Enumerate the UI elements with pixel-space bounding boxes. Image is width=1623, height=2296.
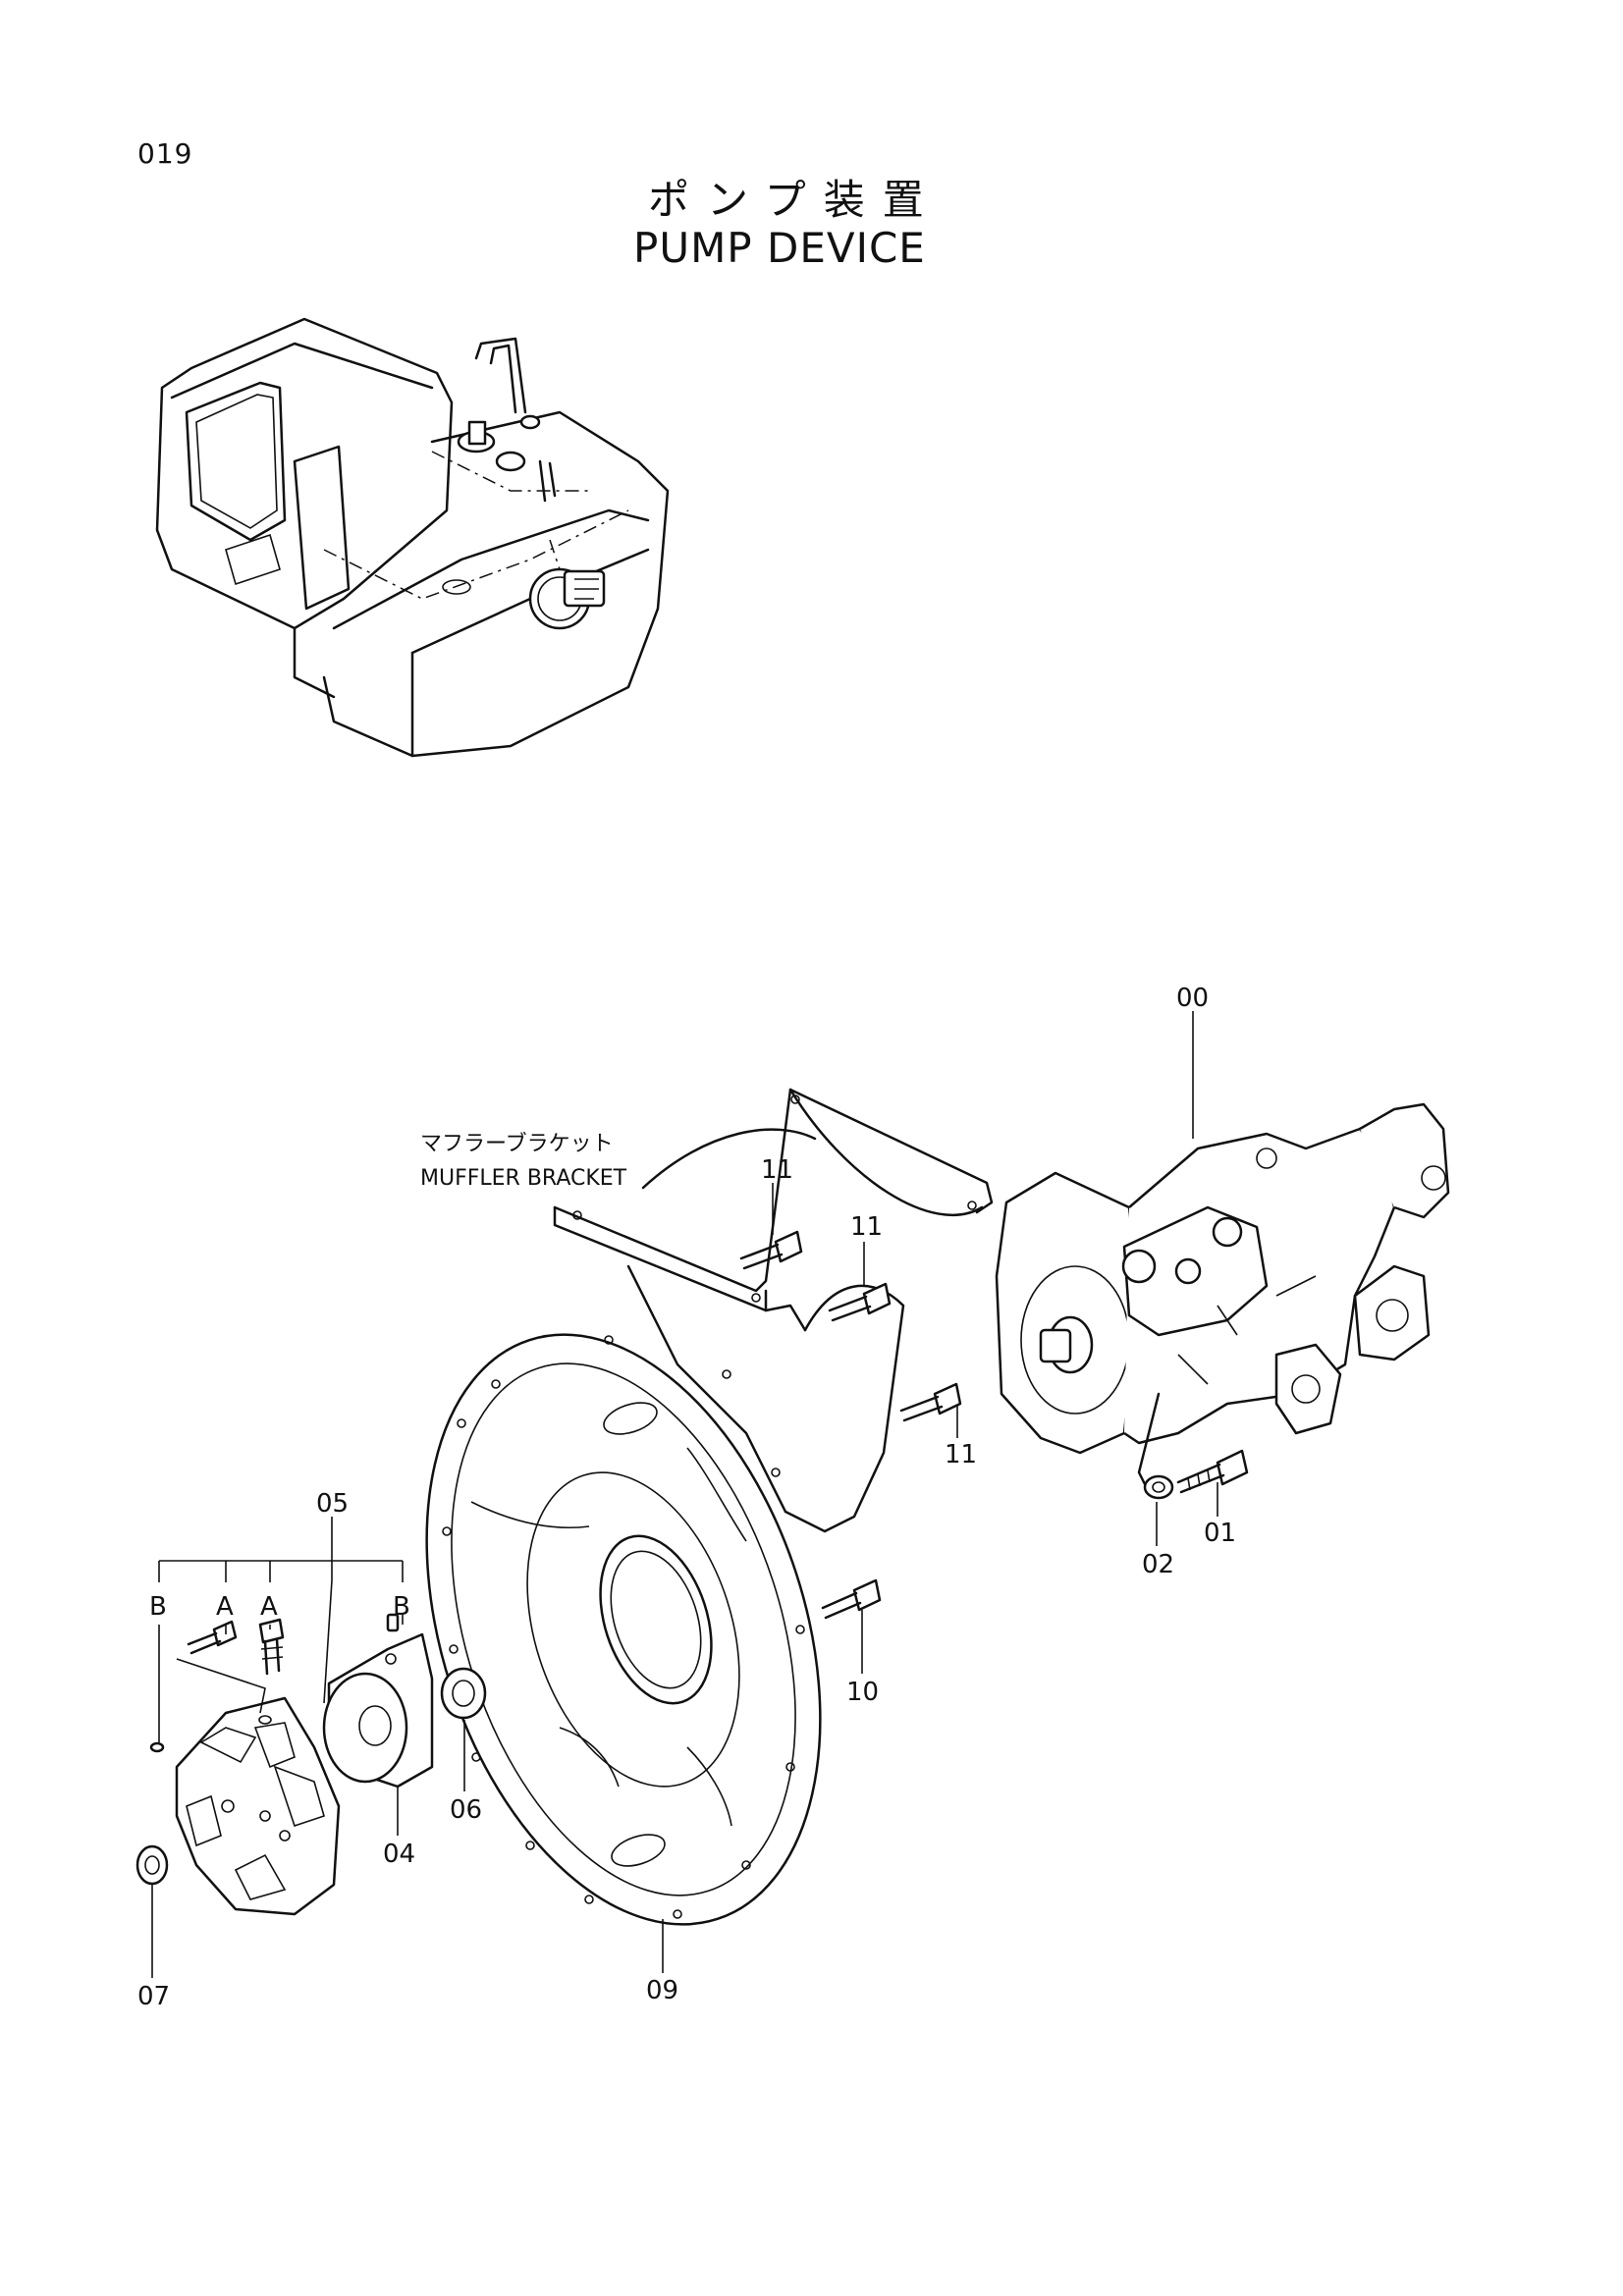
callout-02: 02	[1142, 1550, 1174, 1579]
part-07-nut	[135, 1844, 169, 1886]
part-10-bolt	[821, 1578, 882, 1620]
pump-housing	[425, 1333, 822, 1926]
part-11-bolts	[739, 1230, 962, 1422]
callout-07: 07	[137, 1982, 170, 2011]
part-01-bolt	[1176, 1449, 1249, 1494]
ref-b-right: B	[393, 1592, 410, 1622]
callout-06: 06	[450, 1795, 482, 1825]
title-english: PUMP DEVICE	[633, 224, 926, 272]
ref-b-left: B	[149, 1592, 167, 1622]
part-02-washer	[1143, 1474, 1174, 1500]
callout-01: 01	[1204, 1519, 1236, 1548]
callout-11-middle: 11	[850, 1212, 883, 1242]
callout-11-bottom: 11	[945, 1440, 977, 1469]
muffler-bracket-label-jp: マフラーブラケット	[420, 1132, 614, 1156]
callout-05: 05	[316, 1489, 349, 1519]
machine-overview-illustration	[155, 317, 670, 758]
callout-04: 04	[383, 1840, 415, 1869]
callout-10: 10	[846, 1678, 879, 1707]
callout-labels: マフラーブラケット MUFFLER BRACKET 00 01 02 04 05…	[137, 984, 1236, 2011]
page-number: 019	[137, 137, 193, 170]
ref-a-right: A	[260, 1592, 278, 1622]
part-06-ring	[440, 1667, 487, 1720]
callout-09: 09	[646, 1976, 678, 2005]
muffler-bracket-label-en: MUFFLER BRACKET	[420, 1166, 627, 1191]
part-05-screws	[149, 1613, 400, 1753]
muffler-bracket	[553, 1088, 994, 1533]
part-04-hub	[322, 1632, 434, 1789]
leader-lines	[151, 1011, 1218, 1978]
callout-11-top: 11	[761, 1155, 793, 1185]
part-05-coupling	[175, 1696, 341, 1916]
ref-a-left: A	[216, 1592, 234, 1622]
title-japanese: ポンプ装置	[648, 176, 942, 224]
callout-00: 00	[1176, 984, 1209, 1013]
hydraulic-pump	[995, 1102, 1450, 1494]
